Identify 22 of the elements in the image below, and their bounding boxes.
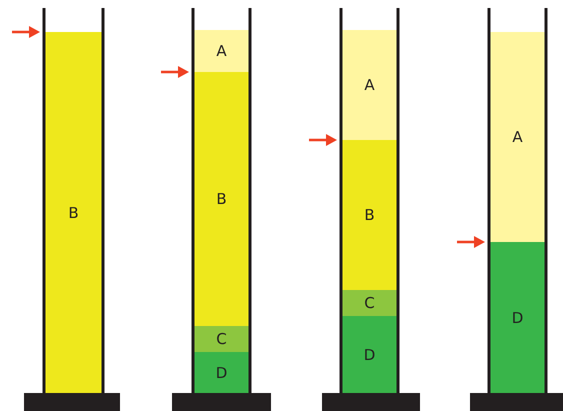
liquid-layer	[342, 30, 397, 140]
layer-label: B	[68, 204, 79, 222]
layer-label: C	[364, 294, 375, 312]
layer-label: B	[364, 206, 375, 224]
layer-label: A	[216, 42, 227, 60]
liquid-layer	[342, 290, 397, 316]
layer-label: A	[512, 128, 523, 146]
layer-label: D	[364, 346, 376, 364]
layer-label: C	[216, 330, 227, 348]
layer-label: D	[512, 308, 524, 326]
layer-label: B	[216, 190, 227, 208]
liquid-layer	[194, 72, 249, 326]
liquid-layer	[342, 140, 397, 290]
layer-label: D	[216, 364, 228, 382]
layer-label: A	[364, 76, 375, 94]
liquid-layer	[194, 352, 249, 393]
liquid-layer	[490, 32, 545, 242]
liquid-layer	[194, 30, 249, 72]
liquid-layer	[490, 242, 545, 393]
liquid-layer	[342, 316, 397, 393]
liquid-layer	[45, 32, 102, 393]
liquid-layer	[194, 326, 249, 352]
